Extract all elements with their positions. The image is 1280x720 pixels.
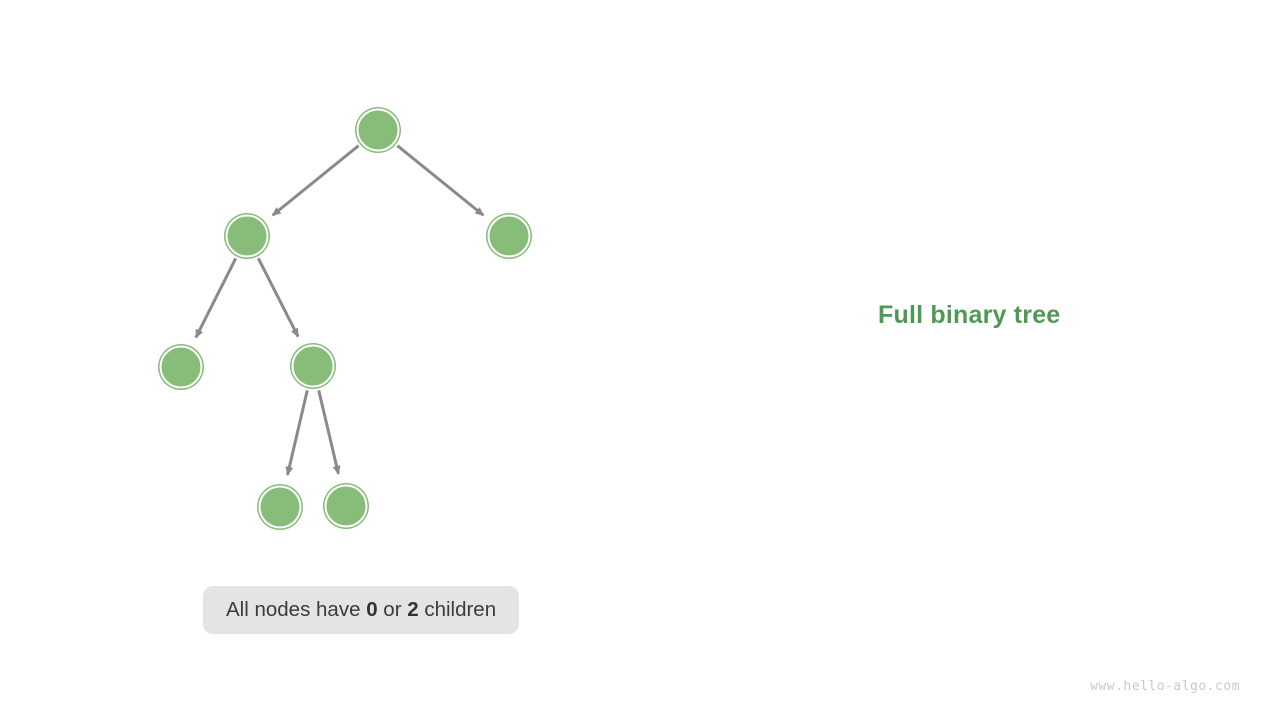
caption-pill: All nodes have 0 or 2 children [203,586,520,634]
node-circle [323,483,369,529]
tree-node-right-child [486,213,532,259]
node-inner-ring [225,214,269,258]
node-circle [158,344,204,390]
tree-node-left-right-grandchild [290,343,336,389]
node-circle [486,213,532,259]
tree-edges [194,144,485,476]
tree-edge-root-to-right-child [396,144,485,217]
tree-edge-left-child-to-left-left-grandchild [194,257,238,339]
tree-node-great-grandchild-left [257,484,303,530]
tree-edge-left-right-grandchild-to-great-grandchild-left [285,390,309,476]
node-circle [290,343,336,389]
tree-nodes [158,107,532,530]
node-inner-ring [291,344,335,388]
watermark: www.hello-algo.com [1090,679,1240,694]
tree-edge-left-right-grandchild-to-great-grandchild-right [317,389,341,475]
node-inner-ring [356,108,400,152]
caption-bold-zero: 0 [366,598,378,621]
tree-node-left-left-grandchild [158,344,204,390]
diagram-title: Full binary tree [878,301,1061,329]
tree-node-root [355,107,401,153]
node-circle [257,484,303,530]
node-inner-ring [258,485,302,529]
caption-text: or [377,598,408,621]
caption-text: children [418,598,497,621]
caption-text: All nodes have [226,598,367,621]
node-inner-ring [324,484,368,528]
tree-node-great-grandchild-right [323,483,369,529]
node-circle [355,107,401,153]
node-circle [224,213,270,259]
caption-bold-two: 2 [407,598,419,621]
node-inner-ring [159,345,203,389]
tree-edge-root-to-left-child [271,144,360,217]
tree-edge-left-child-to-left-right-grandchild [256,257,300,338]
tree-node-left-child [224,213,270,259]
node-inner-ring [487,214,531,258]
